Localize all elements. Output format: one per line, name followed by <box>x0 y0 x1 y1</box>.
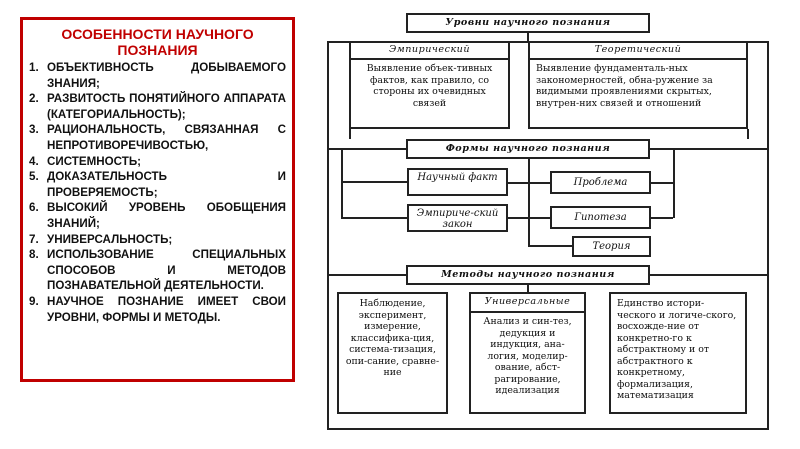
empirical-level-box: Эмпирический Выявление объек-тивных факт… <box>349 41 510 129</box>
connector <box>673 148 675 218</box>
theoretical-methods-box: Единство истори-ческого и логиче-ского, … <box>609 292 747 414</box>
list-item: 3.РАЦИОНАЛЬНОСТЬ, СВЯЗАННАЯ С НЕПРОТИВОР… <box>29 123 286 152</box>
connector <box>650 148 769 150</box>
connector <box>528 159 530 246</box>
hypothesis-box: Гипотеза <box>550 206 651 229</box>
connector <box>528 245 572 247</box>
methods-title: Методы научного познания <box>406 265 650 285</box>
features-panel: ОСОБЕННОСТИ НАУЧНОГО ПОЗНАНИЯ 1.ОБЪЕКТИВ… <box>20 17 295 382</box>
levels-title: Уровни научного познания <box>406 13 650 33</box>
connector <box>341 148 343 218</box>
connector <box>327 148 406 150</box>
list-item: 2.РАЗВИТОСТЬ ПОНЯТИЙНОГО АППАРАТА (КАТЕГ… <box>29 92 286 121</box>
empirical-law-box: Эмпириче-ский закон <box>407 204 508 232</box>
connector <box>341 217 407 219</box>
empirical-text: Выявление объек-тивных фактов, как прави… <box>366 63 493 109</box>
list-item: 6.ВЫСОКИЙ УРОВЕНЬ ОБОБЩЕНИЯ ЗНАНИЙ; <box>29 201 286 230</box>
empirical-title: Эмпирический <box>351 43 508 60</box>
universal-methods-box: Универсальные Анализ и син-тез, дедукция… <box>469 292 586 414</box>
universal-methods-text: Анализ и син-тез, дедукция и индукция, а… <box>483 316 572 396</box>
features-title: ОСОБЕННОСТИ НАУЧНОГО ПОЗНАНИЯ <box>61 26 254 58</box>
list-item: 4.СИСТЕМНОСТЬ; <box>29 154 142 168</box>
universal-methods-title: Универсальные <box>471 294 584 313</box>
list-item: 8.ИСПОЛЬЗОВАНИЕ СПЕЦИАЛЬНЫХ СПОСОБОВ И М… <box>29 248 286 293</box>
connector <box>651 182 673 184</box>
connector <box>341 181 407 183</box>
scientific-fact-box: Научный факт <box>407 168 508 196</box>
connector <box>327 274 406 276</box>
connector <box>651 217 673 219</box>
connector <box>527 285 529 293</box>
theoretical-level-box: Теоретический Выявление фундаменталь-ных… <box>528 41 748 129</box>
list-item: 7.УНИВЕРСАЛЬНОСТЬ; <box>29 232 173 246</box>
connector <box>650 274 769 276</box>
problem-box: Проблема <box>550 171 651 194</box>
theory-box: Теория <box>572 236 651 257</box>
empirical-methods-box: Наблюдение, эксперимент, измерение, клас… <box>337 292 448 414</box>
forms-title: Формы научного познания <box>406 139 650 159</box>
theoretical-title: Теоретический <box>530 43 746 60</box>
theoretical-text: Выявление фундаменталь-ных закономерност… <box>536 63 713 109</box>
list-item: 1.ОБЪЕКТИВНОСТЬ ДОБЫВАЕМОГО ЗНАНИЯ; <box>29 61 286 90</box>
connector <box>349 129 351 139</box>
list-item: 5.ДОКАЗАТЕЛЬНОСТЬ И ПРОВЕРЯЕМОСТЬ; <box>29 170 286 199</box>
connector <box>527 33 529 41</box>
features-list: 1.ОБЪЕКТИВНОСТЬ ДОБЫВАЕМОГО ЗНАНИЯ; 2.РА… <box>29 60 286 325</box>
connector <box>747 129 749 139</box>
list-item: 9.НАУЧНОЕ ПОЗНАНИЕ ИМЕЕТ СВОИ УРОВНИ, ФО… <box>29 294 286 324</box>
